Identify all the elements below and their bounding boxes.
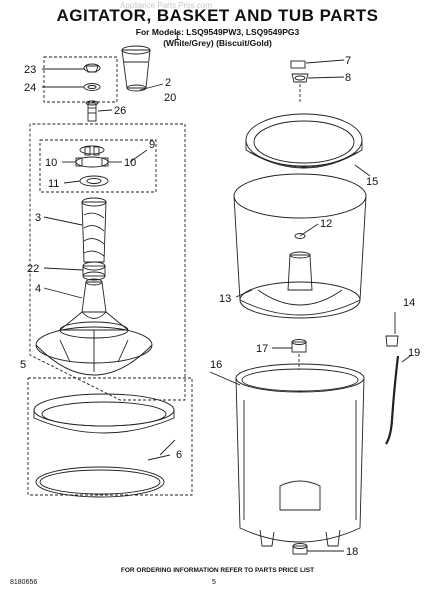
part-label-19: 19 xyxy=(408,347,420,359)
document-number: 8180656 xyxy=(10,579,38,586)
part-label-3: 3 xyxy=(35,212,41,224)
part-label-10a: 10 xyxy=(45,157,57,169)
part-label-5: 5 xyxy=(20,359,26,371)
part-label-12: 12 xyxy=(320,218,332,230)
watermark: Appliance Parts Pros.com xyxy=(120,1,213,10)
group-box-5 xyxy=(27,377,193,496)
part-label-6: 6 xyxy=(176,449,182,461)
part-label-22: 22 xyxy=(27,263,39,275)
cam-part-11 xyxy=(79,175,109,187)
cap-part-23 xyxy=(83,63,101,73)
part-label-23: 23 xyxy=(24,64,36,76)
part-label-16: 16 xyxy=(210,359,222,371)
part-label-2: 2 xyxy=(165,77,171,89)
part-label-24: 24 xyxy=(24,82,36,94)
bolt-part-26 xyxy=(85,100,99,122)
clamp-part-17 xyxy=(291,339,307,353)
part-7-8 xyxy=(290,60,309,83)
bearing-part-22 xyxy=(82,261,106,281)
seal-ring xyxy=(35,466,165,498)
part-label-11: 11 xyxy=(48,178,59,190)
agitator-auger xyxy=(81,197,107,263)
part-label-10b: 10 xyxy=(124,157,136,169)
page-number: 5 xyxy=(212,579,216,586)
hose-part-19 xyxy=(385,355,400,445)
part-label-26: 26 xyxy=(114,105,126,117)
wash-basket xyxy=(233,173,367,319)
color-list: (White/Grey) (Biscuit/Gold) xyxy=(163,38,272,48)
page-title: AGITATOR, BASKET AND TUB PARTS xyxy=(56,6,379,25)
model-list: For Models: LSQ9549PW3, LSQ9549PG3 xyxy=(135,27,300,37)
agitator-cap xyxy=(121,45,151,92)
balance-ring xyxy=(245,113,363,169)
part-label-7: 7 xyxy=(345,55,351,67)
part-label-4: 4 xyxy=(35,283,41,295)
part-label-14: 14 xyxy=(403,297,415,309)
outer-tub xyxy=(235,363,365,547)
part-label-8: 8 xyxy=(345,72,351,84)
lower-agitator xyxy=(35,278,153,376)
group-box-20 xyxy=(29,123,186,401)
washer-part-24 xyxy=(83,83,101,91)
part-label-20: 20 xyxy=(164,92,176,104)
group-box-23-24 xyxy=(43,56,118,103)
clip-part-14 xyxy=(385,335,399,347)
part-label-18: 18 xyxy=(346,546,358,558)
agitator-dogs xyxy=(75,145,109,168)
part-label-13: 13 xyxy=(219,293,231,305)
ring-part-6 xyxy=(33,393,175,434)
group-box-9 xyxy=(39,139,157,193)
nut-part-18 xyxy=(292,543,308,555)
part-label-9: 9 xyxy=(149,139,155,151)
ordering-note: FOR ORDERING INFORMATION REFER TO PARTS … xyxy=(120,567,315,574)
part-label-15: 15 xyxy=(366,176,378,188)
part-label-17: 17 xyxy=(256,343,268,355)
part-label-1: 1 xyxy=(174,31,180,43)
